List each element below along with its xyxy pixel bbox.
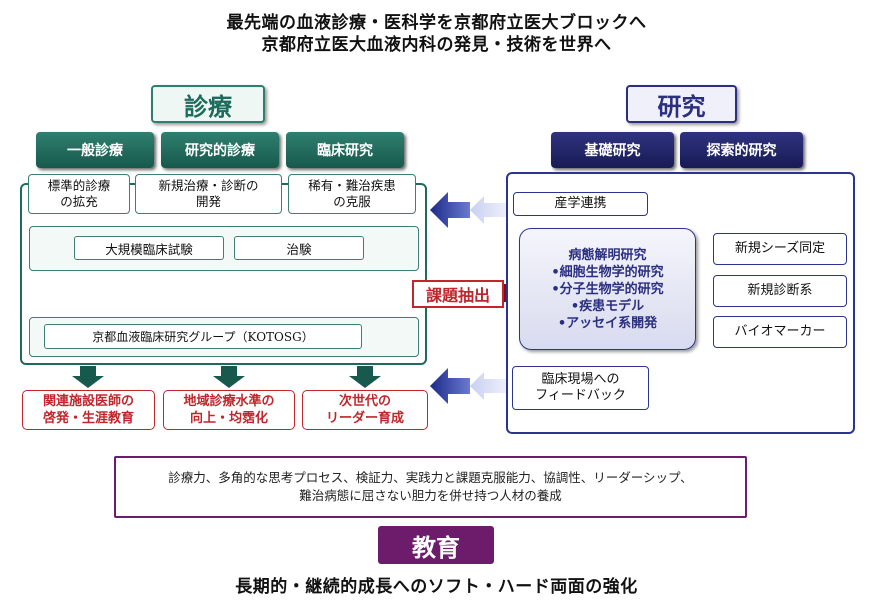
- core-item-3: •疾患モデル: [570, 298, 645, 314]
- core-item-4: •アッセイ系開発: [557, 315, 658, 331]
- industry-box: 産学連携: [513, 192, 648, 216]
- core-title: 病態解明研究: [568, 247, 647, 263]
- down-arrow-1: [72, 366, 104, 388]
- core-item-1: •細胞生物学的研究: [551, 264, 664, 280]
- education-title: 教育: [378, 526, 494, 564]
- outcome-education: 関連施設医師の 啓発・生涯教育: [22, 390, 155, 430]
- headline-2: 京都府立医大血液内科の発見・技術を世界へ: [261, 35, 612, 55]
- education-line1: 診療力、多角的な思考プロセス、検証力、実践力と課題克服能力、協調性、リーダーシッ…: [168, 470, 693, 485]
- outcome-regional-line2: 向上・均霑化: [189, 411, 268, 426]
- feedback-arrow-top-navy: [430, 192, 470, 228]
- feedback-box: 臨床現場への フィードバック: [512, 366, 649, 410]
- feedback-line1: 臨床現場への: [541, 372, 620, 387]
- feedback-arrow-bottom-light: [470, 372, 508, 400]
- feedback-arrow-bottom-navy: [430, 368, 470, 404]
- outcome-regional-line1: 地域診療水準の: [183, 394, 275, 409]
- kotosg-box: 京都血液臨床研究グループ（KOTOSG）: [44, 324, 362, 349]
- rare-disease-line1: 稀有・難治疾患: [308, 178, 396, 193]
- headline-1: 最先端の血液診療・医科学を京都府立医大ブロックへ: [226, 13, 647, 33]
- extract-label: 課題抽出: [412, 280, 504, 308]
- feedback-line2: フィードバック: [535, 388, 626, 403]
- large-trial-box: 大規模臨床試験: [74, 236, 224, 260]
- tab-exploratory-research: 探索的研究: [680, 132, 803, 168]
- outcome-education-line2: 啓発・生涯教育: [42, 411, 134, 426]
- outcome-leader-line2: リーダー育成: [325, 411, 404, 426]
- new-therapy-line2: 開発: [195, 194, 221, 209]
- tab-clinical-research: 臨床研究: [286, 132, 404, 168]
- down-arrow-2: [213, 366, 245, 388]
- rare-disease-box: 稀有・難治疾患 の克服: [288, 174, 416, 214]
- feedback-arrow-top-light: [470, 196, 508, 224]
- standard-care-box: 標準的診療 の拡充: [28, 174, 130, 214]
- standard-care-line2: の拡充: [60, 194, 98, 209]
- chiken-box: 治験: [234, 236, 364, 260]
- outcome-education-line1: 関連施設医師の: [42, 394, 134, 409]
- clinical-title: 診療: [151, 85, 265, 123]
- core-research-box: 病態解明研究 •細胞生物学的研究 •分子生物学的研究 •疾患モデル •アッセイ系…: [519, 228, 696, 350]
- tab-general-care: 一般診療: [36, 132, 154, 168]
- tab-research-care: 研究的診療: [161, 132, 279, 168]
- research-title: 研究: [626, 85, 737, 123]
- new-therapy-box: 新規治療・診断の 開発: [135, 174, 282, 214]
- rare-disease-line2: の克服: [333, 194, 371, 209]
- education-description: 診療力、多角的な思考プロセス、検証力、実践力と課題克服能力、協調性、リーダーシッ…: [114, 456, 747, 518]
- output-biomarker: バイオマーカー: [713, 316, 847, 348]
- outcome-leader: 次世代の リーダー育成: [302, 390, 428, 430]
- standard-care-line1: 標準的診療: [47, 178, 111, 193]
- education-line2: 難治病態に屈さない胆力を併せ持つ人材の養成: [299, 488, 562, 503]
- core-item-2: •分子生物学的研究: [551, 281, 664, 297]
- output-diagnosis: 新規診断系: [713, 275, 847, 307]
- new-therapy-line1: 新規治療・診断の: [158, 178, 259, 193]
- outcome-leader-line1: 次世代の: [338, 394, 391, 409]
- tab-basic-research: 基礎研究: [551, 132, 674, 168]
- down-arrow-3: [349, 366, 381, 388]
- output-seeds: 新規シーズ同定: [713, 233, 847, 265]
- outcome-regional: 地域診療水準の 向上・均霑化: [163, 390, 295, 430]
- education-footer: 長期的・継続的成長へのソフト・ハード両面の強化: [235, 577, 638, 597]
